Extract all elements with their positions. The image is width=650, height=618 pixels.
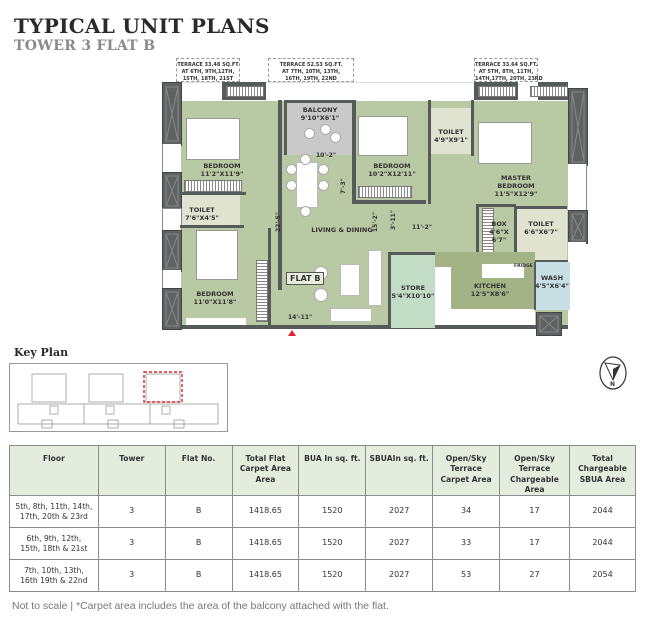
table-header-row: Floor Tower Flat No. Total Flat Carpet A…: [9, 445, 637, 496]
bedroom-3-label: BEDROOM: [196, 290, 234, 298]
compass-icon: [599, 356, 627, 390]
col-carpet-area: Total Flat Carpet Area Area: [231, 445, 300, 496]
north-compass: N: [598, 355, 628, 391]
col-tower: Tower: [97, 445, 166, 496]
entrance-marker: [288, 330, 296, 336]
store-room: [388, 252, 438, 328]
table-row: 6th, 9th, 12th,15th, 18th & 21st 3 B 141…: [9, 527, 637, 560]
balcony-label: BALCONY: [302, 106, 338, 114]
toilet-top: [431, 108, 471, 154]
bedroom-2-dim: 10'2"X12'11": [368, 170, 416, 179]
col-floor: Floor: [9, 445, 99, 496]
master-label-1: MASTER: [500, 174, 532, 182]
bedroom-2-label: BEDROOM: [373, 162, 411, 170]
key-plan: [9, 363, 228, 432]
bedroom-1-dim: 11'2"X11'9": [200, 170, 244, 179]
area-table: Floor Tower Flat No. Total Flat Carpet A…: [9, 445, 637, 592]
terrace-note-3: TERRACE 33.64 SQ.FT.AT 5TH, 8TH, 11TH,14…: [474, 58, 543, 82]
balcony-dim: 9'10"X6'1": [300, 114, 340, 123]
living-dining-label: LIVING & DINING: [311, 226, 373, 234]
table-row: 7th, 10th, 13th,16th 19th & 22nd 3 B 141…: [9, 559, 637, 592]
col-sbua: SBUAIn sq. ft.: [365, 445, 434, 496]
col-bua: BUA In sq. ft.: [298, 445, 367, 496]
footnote: Not to scale | *Carpet area includes the…: [12, 600, 389, 612]
toilet-left: [182, 195, 240, 225]
shaft-box: [162, 82, 182, 146]
terrace-note-2: TERRACE 52.53 SQ.FT.AT 7TH, 10TH, 13TH,1…: [268, 58, 354, 82]
page-title: TYPICAL UNIT PLANS: [14, 14, 270, 38]
col-flat: Flat No.: [164, 445, 233, 496]
bedroom-3-dim: 11'0"X11'8": [193, 298, 237, 307]
col-total-sbua: Total Chargeable SBUA Area: [568, 445, 637, 496]
key-plan-highlight: [143, 371, 183, 403]
key-plan-title: Key Plan: [14, 346, 69, 359]
col-terrace-chargeable: Open/Sky Terrace Chargeable Area: [499, 445, 570, 496]
page-subtitle: TOWER 3 FLAT B: [14, 38, 156, 54]
compass-label: N: [610, 381, 616, 388]
master-dim: 11'5"X12'9": [494, 190, 538, 199]
wash-area: [534, 262, 570, 310]
flat-b-label: FLAT B: [286, 272, 325, 285]
table-row: 5th, 8th, 11th, 14th,17th, 20th & 23rd 3…: [9, 495, 637, 528]
key-plan-drawing: [17, 371, 219, 429]
master-label-2: BEDROOM: [497, 182, 535, 191]
bedroom-1-label: BEDROOM: [203, 162, 241, 170]
col-terrace-carpet: Open/Sky Terrace Carpet Area: [432, 445, 501, 496]
